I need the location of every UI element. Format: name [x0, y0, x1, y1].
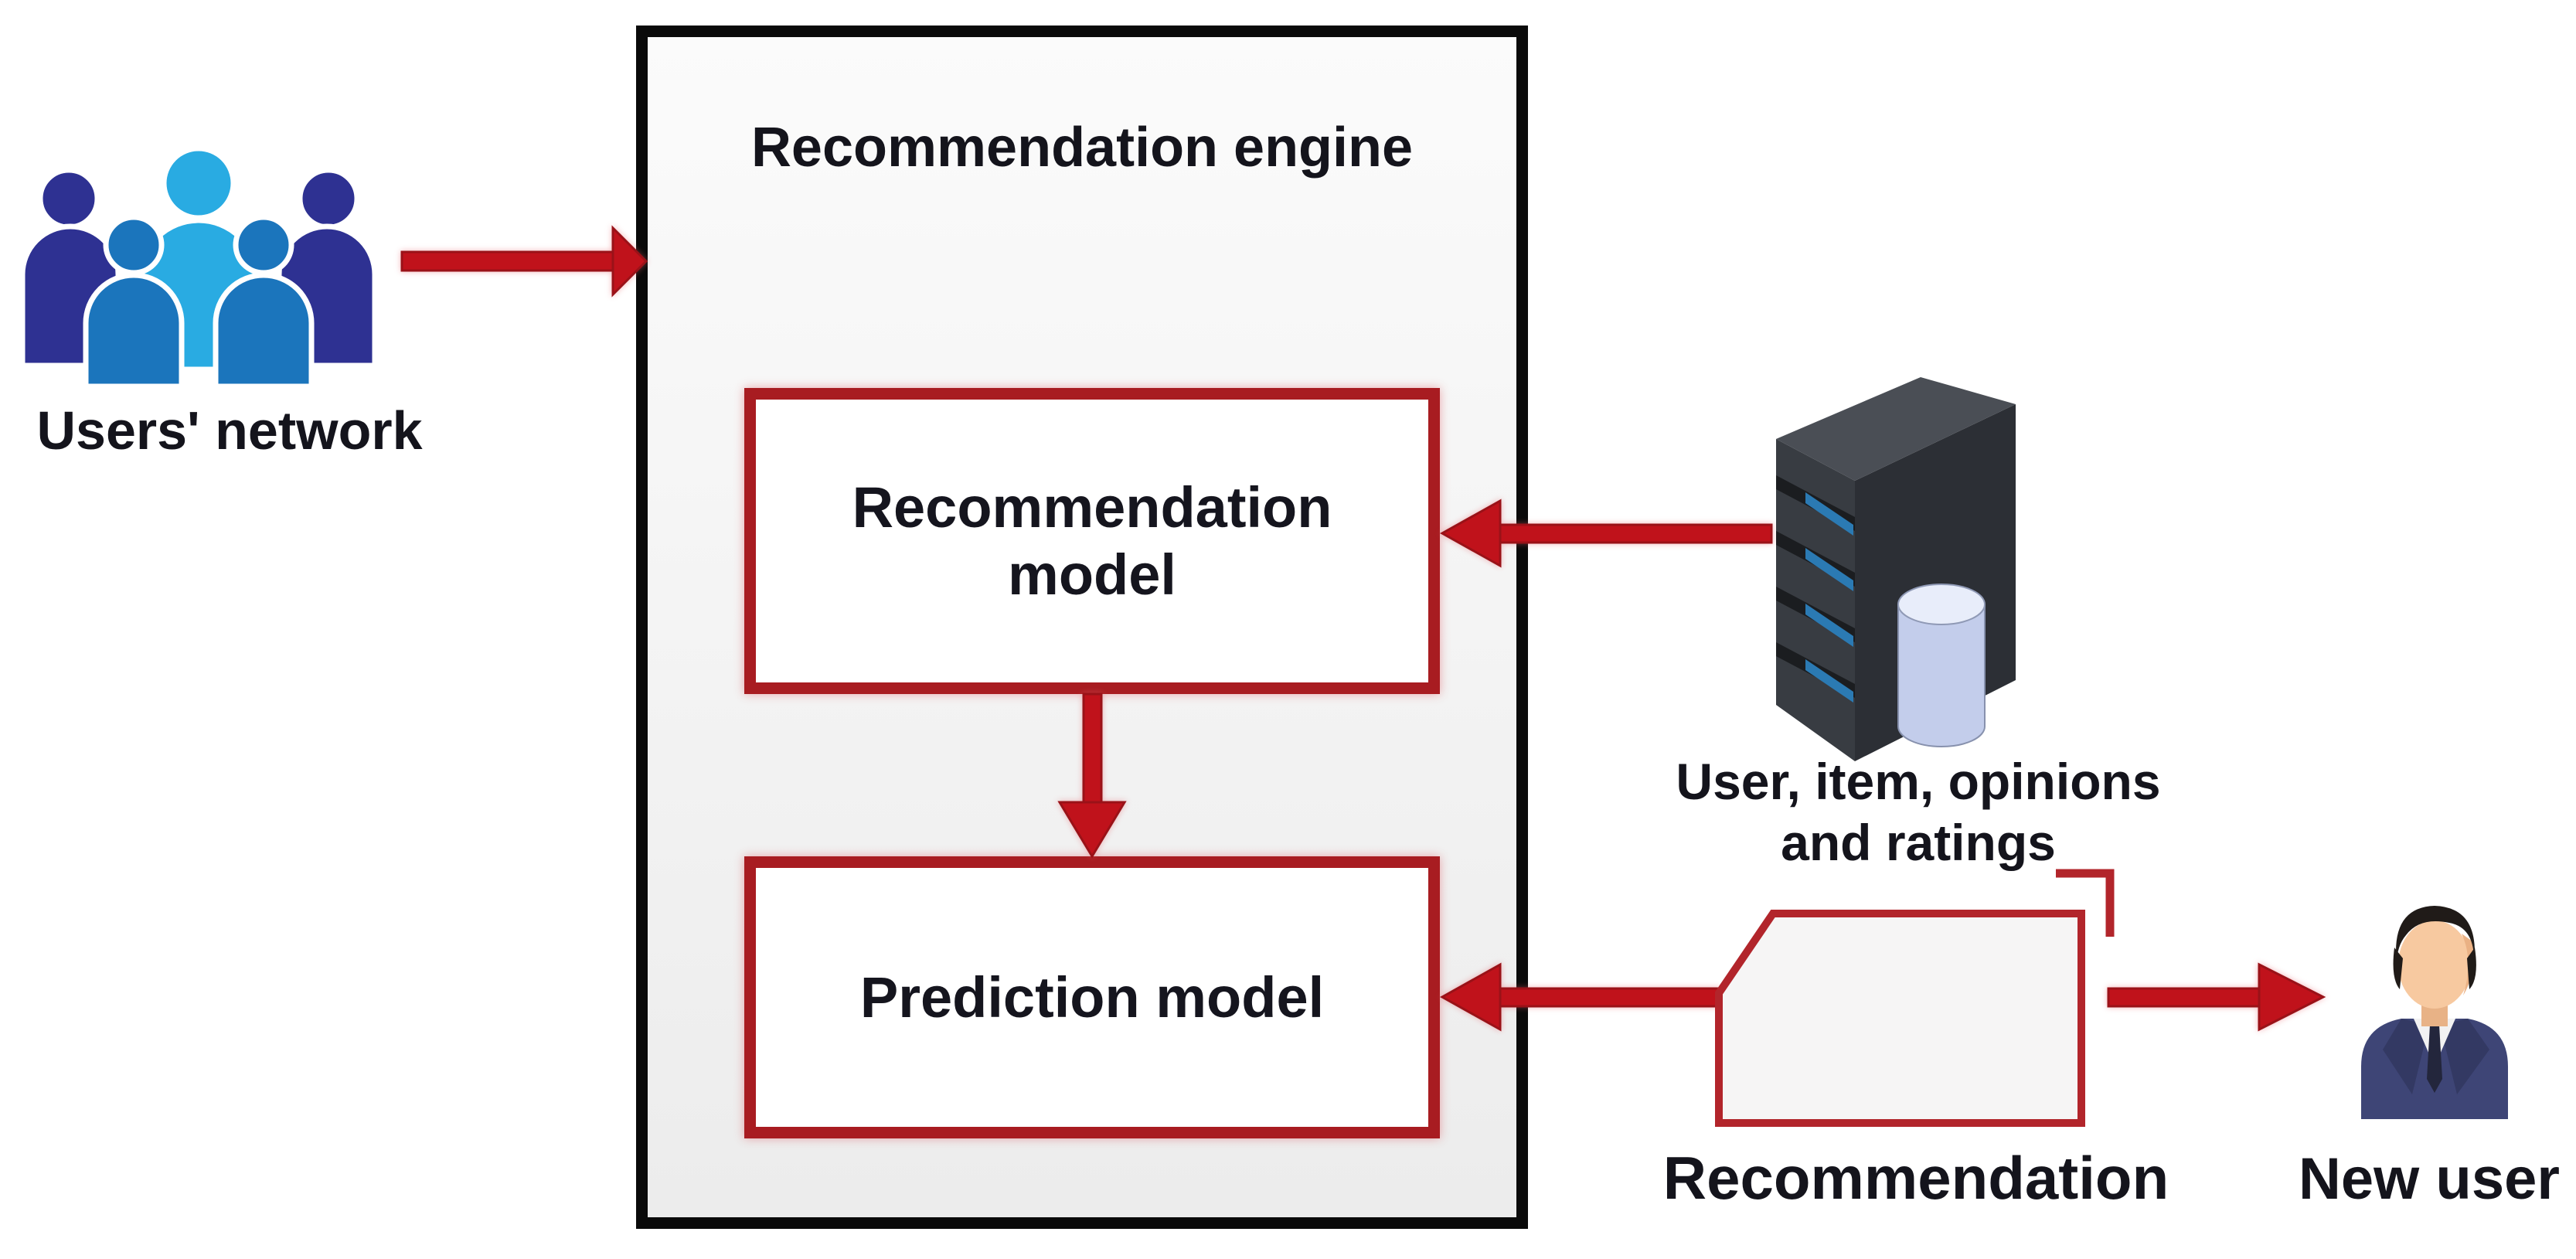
prediction-model-label: Prediction model	[859, 965, 1325, 1029]
database-cylinder-icon	[1897, 584, 1986, 747]
person-avatar-icon	[2361, 906, 2508, 1119]
person-medium-front-right	[213, 214, 315, 390]
arrow-users-to-engine	[400, 225, 648, 298]
server-database-icon	[1776, 377, 2016, 761]
recommendation-model-box: Recommendation model	[744, 388, 1440, 694]
recommendation-output-label: Recommendation	[1662, 1144, 2169, 1212]
users-network-label: Users' network	[36, 400, 423, 461]
document-shape	[1715, 869, 2115, 1127]
engine-title: Recommendation engine	[750, 117, 1414, 179]
data-source-label: User, item, opinions and ratings	[1676, 753, 2161, 872]
arrow-document-to-new-user	[2107, 962, 2326, 1032]
new-user-label: New user	[2299, 1146, 2560, 1212]
server-drive-slots	[1776, 475, 1855, 703]
page-corner-mark	[2056, 869, 2115, 937]
prediction-model-box: Prediction model	[744, 856, 1440, 1138]
recommendation-model-label: Recommendation model	[852, 475, 1332, 607]
person-medium-front-left	[83, 214, 185, 390]
people-group-icon	[19, 147, 378, 390]
